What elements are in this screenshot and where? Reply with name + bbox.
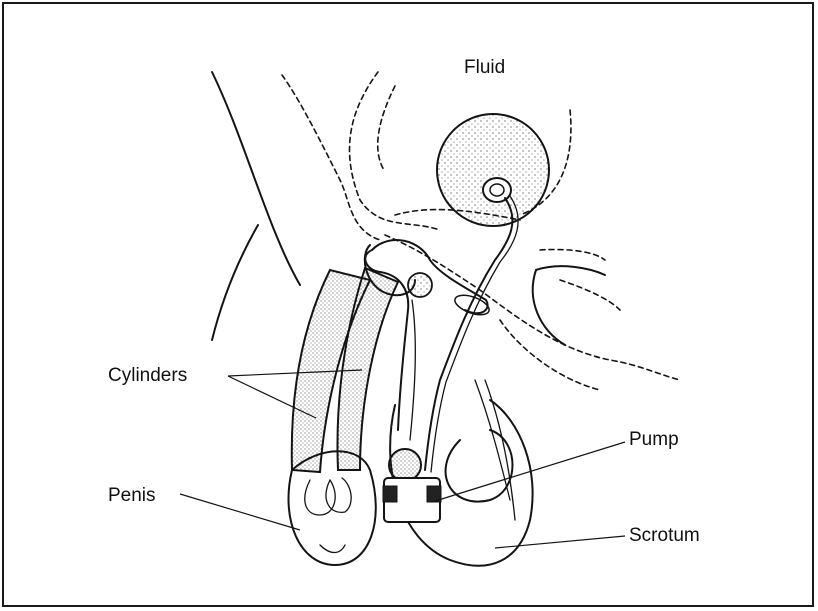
pump-label: Pump <box>629 430 679 449</box>
scrotum-label: Scrotum <box>629 526 700 545</box>
cylinders-drawing <box>292 245 432 472</box>
fluid-reservoir <box>437 114 549 226</box>
connecting-tubes <box>365 196 518 472</box>
penis-label: Penis <box>108 486 156 505</box>
cylinders-label: Cylinders <box>108 366 187 385</box>
fluid-label: Fluid <box>464 58 505 77</box>
